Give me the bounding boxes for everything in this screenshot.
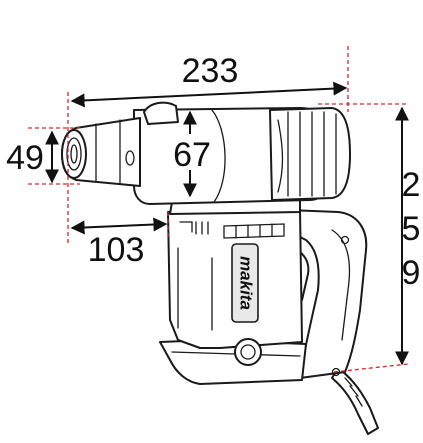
- length-arrow: [70, 81, 348, 108]
- logo-plate: [231, 243, 259, 323]
- dimension-labels: 233 49 67 103 2 5 9: [6, 52, 420, 292]
- dimension-arrows: [45, 81, 409, 366]
- height-digit-3: 9: [402, 254, 421, 292]
- overall-length-label: 233: [182, 52, 239, 90]
- front-to-handle-arrow: [70, 217, 168, 235]
- front-to-handle-label: 103: [88, 231, 145, 269]
- brand-logo: makita: [237, 256, 256, 310]
- height-digit-1: 2: [402, 166, 421, 204]
- power-tool-illustration: makita: [61, 101, 379, 435]
- height-digit-2: 5: [402, 210, 421, 248]
- body-diameter-label: 67: [173, 136, 211, 174]
- body-label-backdrop: [174, 134, 218, 170]
- front-diameter-label: 49: [6, 139, 44, 177]
